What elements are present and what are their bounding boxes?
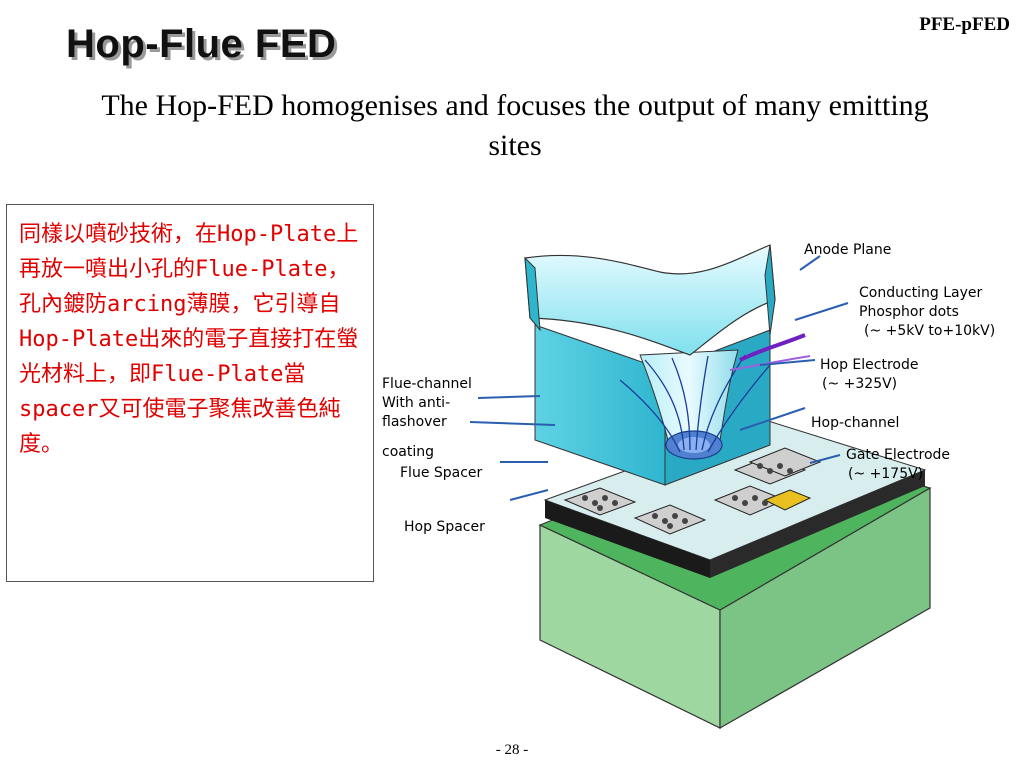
anode-voltage-label: (~ +5kV to+10kV) <box>864 323 996 339</box>
slide-tag: PFE-pFED <box>919 14 1010 35</box>
gate-electrode-voltage-label: (~ +175V) <box>848 466 924 482</box>
chinese-note-box: 同樣以噴砂技術，在Hop-Plate上再放一噴出小孔的Flue-Plate，孔內… <box>6 204 374 582</box>
page-number: - 28 - <box>495 742 529 758</box>
anode-plane-label: Anode Plane <box>804 242 892 258</box>
flue-channel-label-4: coating <box>382 444 434 460</box>
hop-spacer-label: Hop Spacer <box>404 519 485 535</box>
slide-title: Hop-Flue FED <box>66 22 337 66</box>
hop-electrode-voltage-label: (~ +325V) <box>822 376 898 392</box>
hop-electrode-label: Hop Electrode <box>820 357 919 373</box>
flue-channel-label-3: flashover <box>382 414 447 430</box>
anode-plane <box>524 244 811 371</box>
hop-channel-label: Hop-channel <box>811 415 900 431</box>
phosphor-dots-label: Phosphor dots <box>859 304 959 320</box>
flue-channel-label: Flue-channel <box>382 376 472 392</box>
electron-trajectories <box>619 354 771 453</box>
slide-subtitle: The Hop-FED homogenises and focuses the … <box>101 89 929 162</box>
flue-channel-label-2: With anti- <box>382 395 451 411</box>
conducting-layer-label: Conducting Layer <box>859 285 983 301</box>
label-leader-lines <box>469 255 849 501</box>
emitter-pads <box>563 447 822 535</box>
gate-electrode-label: Gate Electrode <box>846 447 951 463</box>
flue-spacer-label: Flue Spacer <box>400 465 483 481</box>
gate-electrode-plate <box>543 419 927 578</box>
